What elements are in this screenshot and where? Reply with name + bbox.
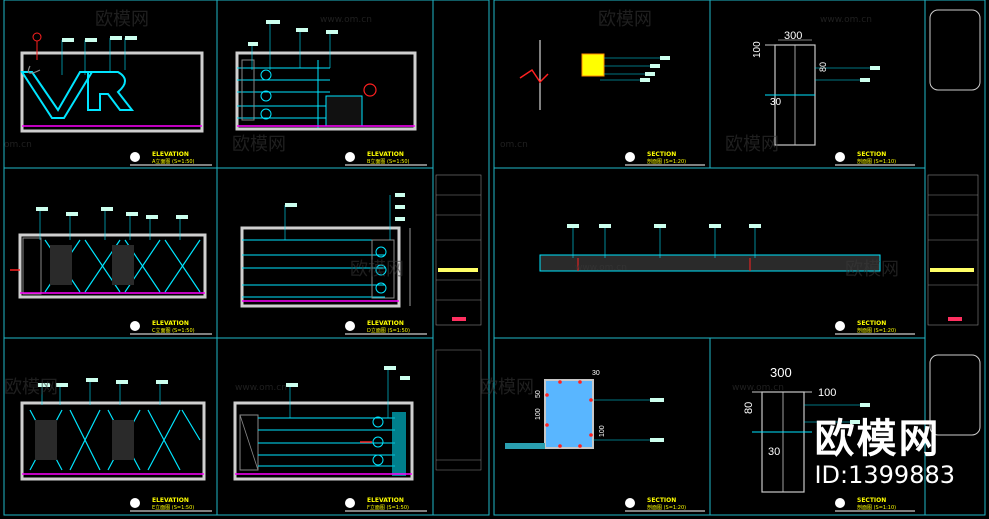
watermark-url-4: om.cn [500, 140, 528, 150]
panel-tag-2: ELEVATION [367, 151, 404, 158]
panel-title-8: ELEVATION E立面图 (S=1:50) [130, 497, 212, 512]
sheet-frames [3, 0, 986, 516]
panel-title-2: ELEVATION B立面图 (S=1:50) [345, 151, 427, 166]
dim-top-height: 100 [752, 41, 763, 58]
elevation-a [20, 32, 204, 133]
panel-tag-6: ELEVATION [367, 320, 404, 327]
panel-sub-7: 剖面图 (S=1:20) [857, 327, 896, 334]
watermark-cn-7: 欧模网 [4, 377, 58, 398]
watermark-url-1: www.om.cn [320, 15, 372, 25]
dim-top-width: 300 [784, 30, 802, 42]
watermark-cn-1: 欧模网 [95, 9, 149, 30]
watermark-cn-4: 欧模网 [725, 134, 779, 155]
dim-bot-h2: 100 [818, 387, 836, 399]
dim-box-top: 30 [592, 370, 600, 377]
elevation-e [20, 378, 206, 481]
watermark-cn-8: 欧模网 [480, 377, 534, 398]
watermark-cn-5: 欧模网 [350, 259, 404, 280]
dim-top-mid: 80 [818, 62, 828, 72]
watermark-url-2: www.om.cn [820, 15, 872, 25]
dim-bot-low: 30 [768, 446, 780, 458]
panel-title-5: ELEVATION C立面图 (S=1:50) [130, 320, 212, 335]
dim-bot-h1: 80 [743, 402, 755, 414]
panel-title-4: SECTION 剖面图 (S=1:10) [835, 151, 915, 166]
panel-tag-10: SECTION [647, 497, 676, 504]
panel-tag-5: ELEVATION [152, 320, 189, 327]
panel-sub-8: E立面图 (S=1:50) [152, 504, 194, 511]
elevation-d [240, 193, 411, 308]
panel-sub-6: D立面图 (S=1:50) [367, 327, 410, 334]
dim-box-left: 50 [535, 390, 542, 398]
panel-sub-2: B立面图 (S=1:50) [367, 158, 410, 165]
panel-title-6: ELEVATION D立面图 (S=1:50) [345, 320, 427, 335]
panel-title-3: SECTION 剖面图 (S=1:20) [625, 151, 705, 166]
panel-title-1: ELEVATION A立面图 (S=1:50) [130, 151, 212, 166]
dim-box-right: 100 [599, 425, 606, 437]
section-4-box: 30 50 100 100 [505, 370, 664, 449]
panel-tag-3: SECTION [647, 151, 676, 158]
panel-sub-4: 剖面图 (S=1:10) [857, 158, 896, 165]
dim-top-low: 30 [770, 97, 782, 108]
watermark-url-7: www.om.cn [732, 383, 784, 393]
watermark-url-5: www.om.cn [575, 263, 627, 273]
title-block-right-sheet [927, 9, 981, 436]
elevation-b [235, 20, 417, 131]
section-2-profile: 300 100 80 30 [752, 30, 880, 146]
panel-sub-10: 剖面图 (S=1:20) [647, 504, 686, 511]
title-block-left-sheet [435, 174, 482, 471]
section-3-long [539, 224, 881, 272]
watermark-layer: 欧模网 www.om.cn 欧模网 www.om.cn 欧模网 om.cn 欧模… [4, 9, 899, 398]
panel-sub-9: F立面图 (S=1:50) [367, 504, 409, 511]
panel-title-9: ELEVATION F立面图 (S=1:50) [345, 497, 427, 512]
panel-title-7: SECTION 剖面图 (S=1:20) [835, 320, 915, 335]
watermark-cn-2: 欧模网 [598, 9, 652, 30]
panel-sub-3: 剖面图 (S=1:20) [647, 158, 686, 165]
panel-sub-5: C立面图 (S=1:50) [152, 327, 195, 334]
brand-watermark: 欧模网 ID:1399883 [814, 417, 955, 489]
watermark-cn-3: 欧模网 [232, 134, 286, 155]
watermark-cn-6: 欧模网 [845, 259, 899, 280]
brand-name: 欧模网 [814, 416, 941, 462]
panel-title-11: SECTION 剖面图 (S=1:10) [835, 497, 915, 512]
brand-id: ID:1399883 [814, 461, 955, 489]
panel-tag-11: SECTION [857, 497, 886, 504]
panel-title-10: SECTION 剖面图 (S=1:20) [625, 497, 705, 512]
dim-bot-width: 300 [770, 365, 792, 380]
section-5-profile: 300 80 100 30 [743, 365, 870, 493]
watermark-url-3: om.cn [4, 140, 32, 150]
panel-tag-4: SECTION [857, 151, 886, 158]
panel-tag-8: ELEVATION [152, 497, 189, 504]
section-1 [519, 40, 670, 110]
watermark-url-6: www.om.cn [235, 383, 287, 393]
panel-tag-7: SECTION [857, 320, 886, 327]
elevation-c [10, 207, 207, 299]
dim-box-left2: 100 [535, 408, 542, 420]
panel-tag-1: ELEVATION [152, 151, 189, 158]
panel-sub-1: A立面图 (S=1:50) [152, 158, 195, 165]
panel-sub-11: 剖面图 (S=1:10) [857, 504, 896, 511]
panel-tag-9: ELEVATION [367, 497, 404, 504]
elevation-f [233, 366, 414, 481]
